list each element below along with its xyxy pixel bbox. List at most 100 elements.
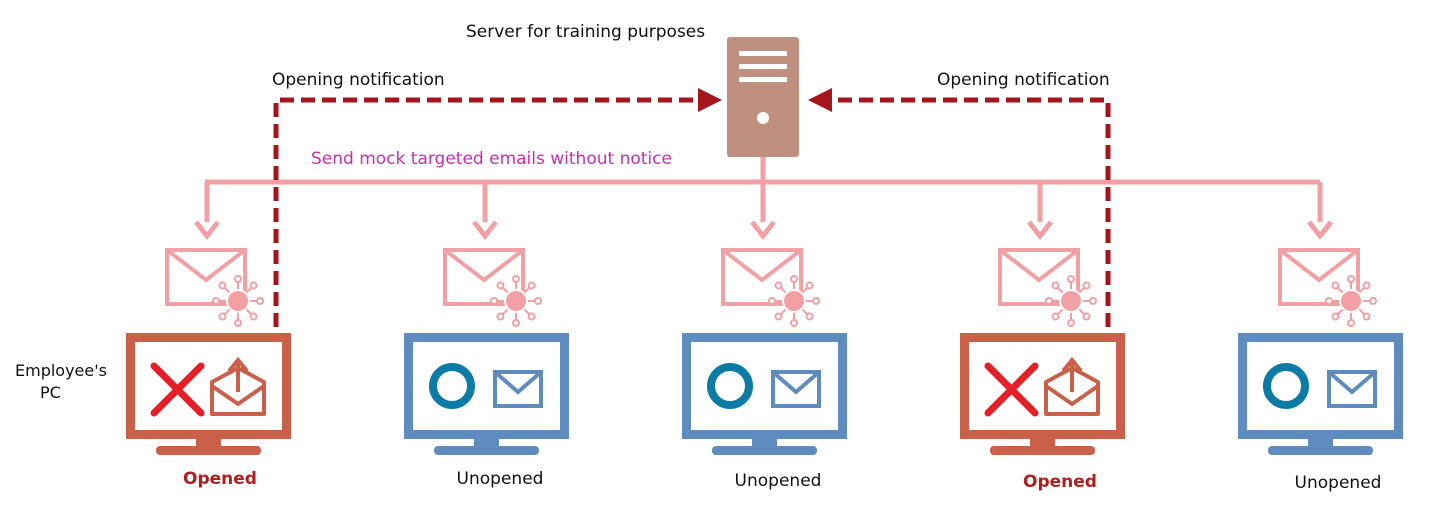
closed-envelope-flap: [1327, 370, 1377, 395]
monitor-neck: [1308, 439, 1333, 448]
drop-arrow-5: [1307, 220, 1333, 241]
x-mark-stroke-2: [150, 362, 205, 417]
drop-arrow-4: [1027, 220, 1053, 241]
envelope-flap: [998, 248, 1080, 283]
virus-core: [1341, 291, 1361, 311]
virus-spike-tip: [534, 297, 542, 305]
notification-arrow-right: [808, 88, 832, 112]
employee-pc-label: Employee's PC: [15, 360, 107, 404]
virus-email-icon-5: [1278, 248, 1377, 327]
x-mark-stroke-2: [984, 362, 1039, 417]
pc-1-status: Opened: [183, 469, 257, 489]
server-icon: [727, 37, 799, 157]
monitor-neck: [1030, 439, 1055, 448]
server-label: Server for training purposes: [466, 22, 706, 42]
monitor-neck: [752, 439, 777, 448]
virus-spike-tip: [496, 312, 505, 321]
monitor-stand: [712, 446, 817, 455]
virus-spike-tip: [249, 281, 258, 290]
virus-spike-tip: [1051, 312, 1060, 321]
virus-spike-tip: [1362, 312, 1371, 321]
circle-mark: [707, 363, 753, 409]
virus-email-icon-1: [165, 248, 264, 327]
pc-3-status: Unopened: [734, 471, 822, 491]
virus-spike-tip: [790, 275, 798, 283]
monitor-neck: [196, 439, 221, 448]
virus-spike-tip: [805, 281, 814, 290]
virus-spike-tip: [234, 319, 242, 327]
employee-pc-monitor-5: [1238, 333, 1403, 455]
envelope-flap: [1278, 248, 1360, 283]
circle-mark: [429, 363, 475, 409]
virus-spike-tip: [234, 275, 242, 283]
employee-pc-label-line-2: PC: [40, 383, 61, 402]
distribution-lines: [194, 157, 1333, 241]
envelope-flap: [165, 248, 247, 283]
upload-arrow-head: [1061, 356, 1083, 373]
virus-email-icon-2: [443, 248, 542, 327]
drop-arrow-2: [472, 220, 498, 241]
employee-pc-monitor-4: [960, 333, 1125, 455]
virus-spike-tip: [218, 281, 227, 290]
virus-core: [506, 291, 526, 311]
virus-spike-tip: [1325, 297, 1333, 305]
virus-spike-tip: [1089, 297, 1097, 305]
server-drive-slot-3: [739, 77, 787, 82]
virus-spike-tip: [774, 281, 783, 290]
virus-spike-tip: [218, 312, 227, 321]
monitor-neck: [474, 439, 499, 448]
virus-spike-tip: [774, 312, 783, 321]
virus-spike-tip: [768, 297, 776, 305]
pc-2-status: Unopened: [456, 469, 544, 489]
virus-spike-tip: [256, 297, 264, 305]
circle-mark: [1263, 363, 1309, 409]
virus-spike-tip: [212, 297, 220, 305]
virus-core: [1061, 291, 1081, 311]
notification-lines: [273, 97, 1111, 327]
envelope-flap: [443, 248, 525, 283]
virus-spike-tip: [1067, 319, 1075, 327]
virus-spike-tip: [812, 297, 820, 305]
send-emails-label: Send mock targeted emails without notice: [311, 149, 672, 169]
virus-spike-tip: [1331, 312, 1340, 321]
virus-spike-tip: [527, 312, 536, 321]
pc-5-status: Unopened: [1294, 473, 1382, 493]
upload-arrow-head: [227, 356, 249, 373]
virus-spike-tip: [1347, 275, 1355, 283]
opening-notification-left-label: Opening notification: [272, 70, 445, 90]
virus-core: [228, 291, 248, 311]
monitor-stand: [990, 446, 1095, 455]
virus-spike-tip: [1067, 275, 1075, 283]
employee-pc-label-line-1: Employee's: [15, 361, 107, 380]
monitor-stand: [1268, 446, 1373, 455]
virus-spike-tip: [1051, 281, 1060, 290]
drop-arrow-1: [194, 220, 220, 241]
virus-spike-tip: [512, 275, 520, 283]
drop-arrow-3: [750, 220, 776, 241]
open-envelope-fold: [210, 384, 266, 407]
notification-line-left: [273, 97, 700, 327]
virus-spike-tip: [1362, 281, 1371, 290]
pc-4-status: Opened: [1023, 472, 1097, 492]
employee-pc-monitor-1: [126, 333, 291, 455]
virus-spike-tip: [1082, 281, 1091, 290]
closed-envelope-body: [493, 370, 543, 408]
monitor-stand: [434, 446, 539, 455]
virus-spike-tip: [1369, 297, 1377, 305]
virus-spike-tip: [1347, 319, 1355, 327]
opening-notification-right-label: Opening notification: [937, 70, 1110, 90]
server-drive-slot-2: [739, 64, 787, 69]
virus-spike-tip: [1331, 281, 1340, 290]
notification-arrow-left: [698, 88, 722, 112]
open-envelope-fold: [1044, 384, 1100, 407]
employee-pc-monitor-3: [682, 333, 847, 455]
closed-envelope-flap: [771, 370, 821, 395]
virus-spike-tip: [249, 312, 258, 321]
virus-email-icon-4: [998, 248, 1097, 327]
monitor-stand: [156, 446, 261, 455]
virus-spike-tip: [527, 281, 536, 290]
virus-spike-tip: [790, 319, 798, 327]
virus-core: [784, 291, 804, 311]
virus-spike-tip: [512, 319, 520, 327]
